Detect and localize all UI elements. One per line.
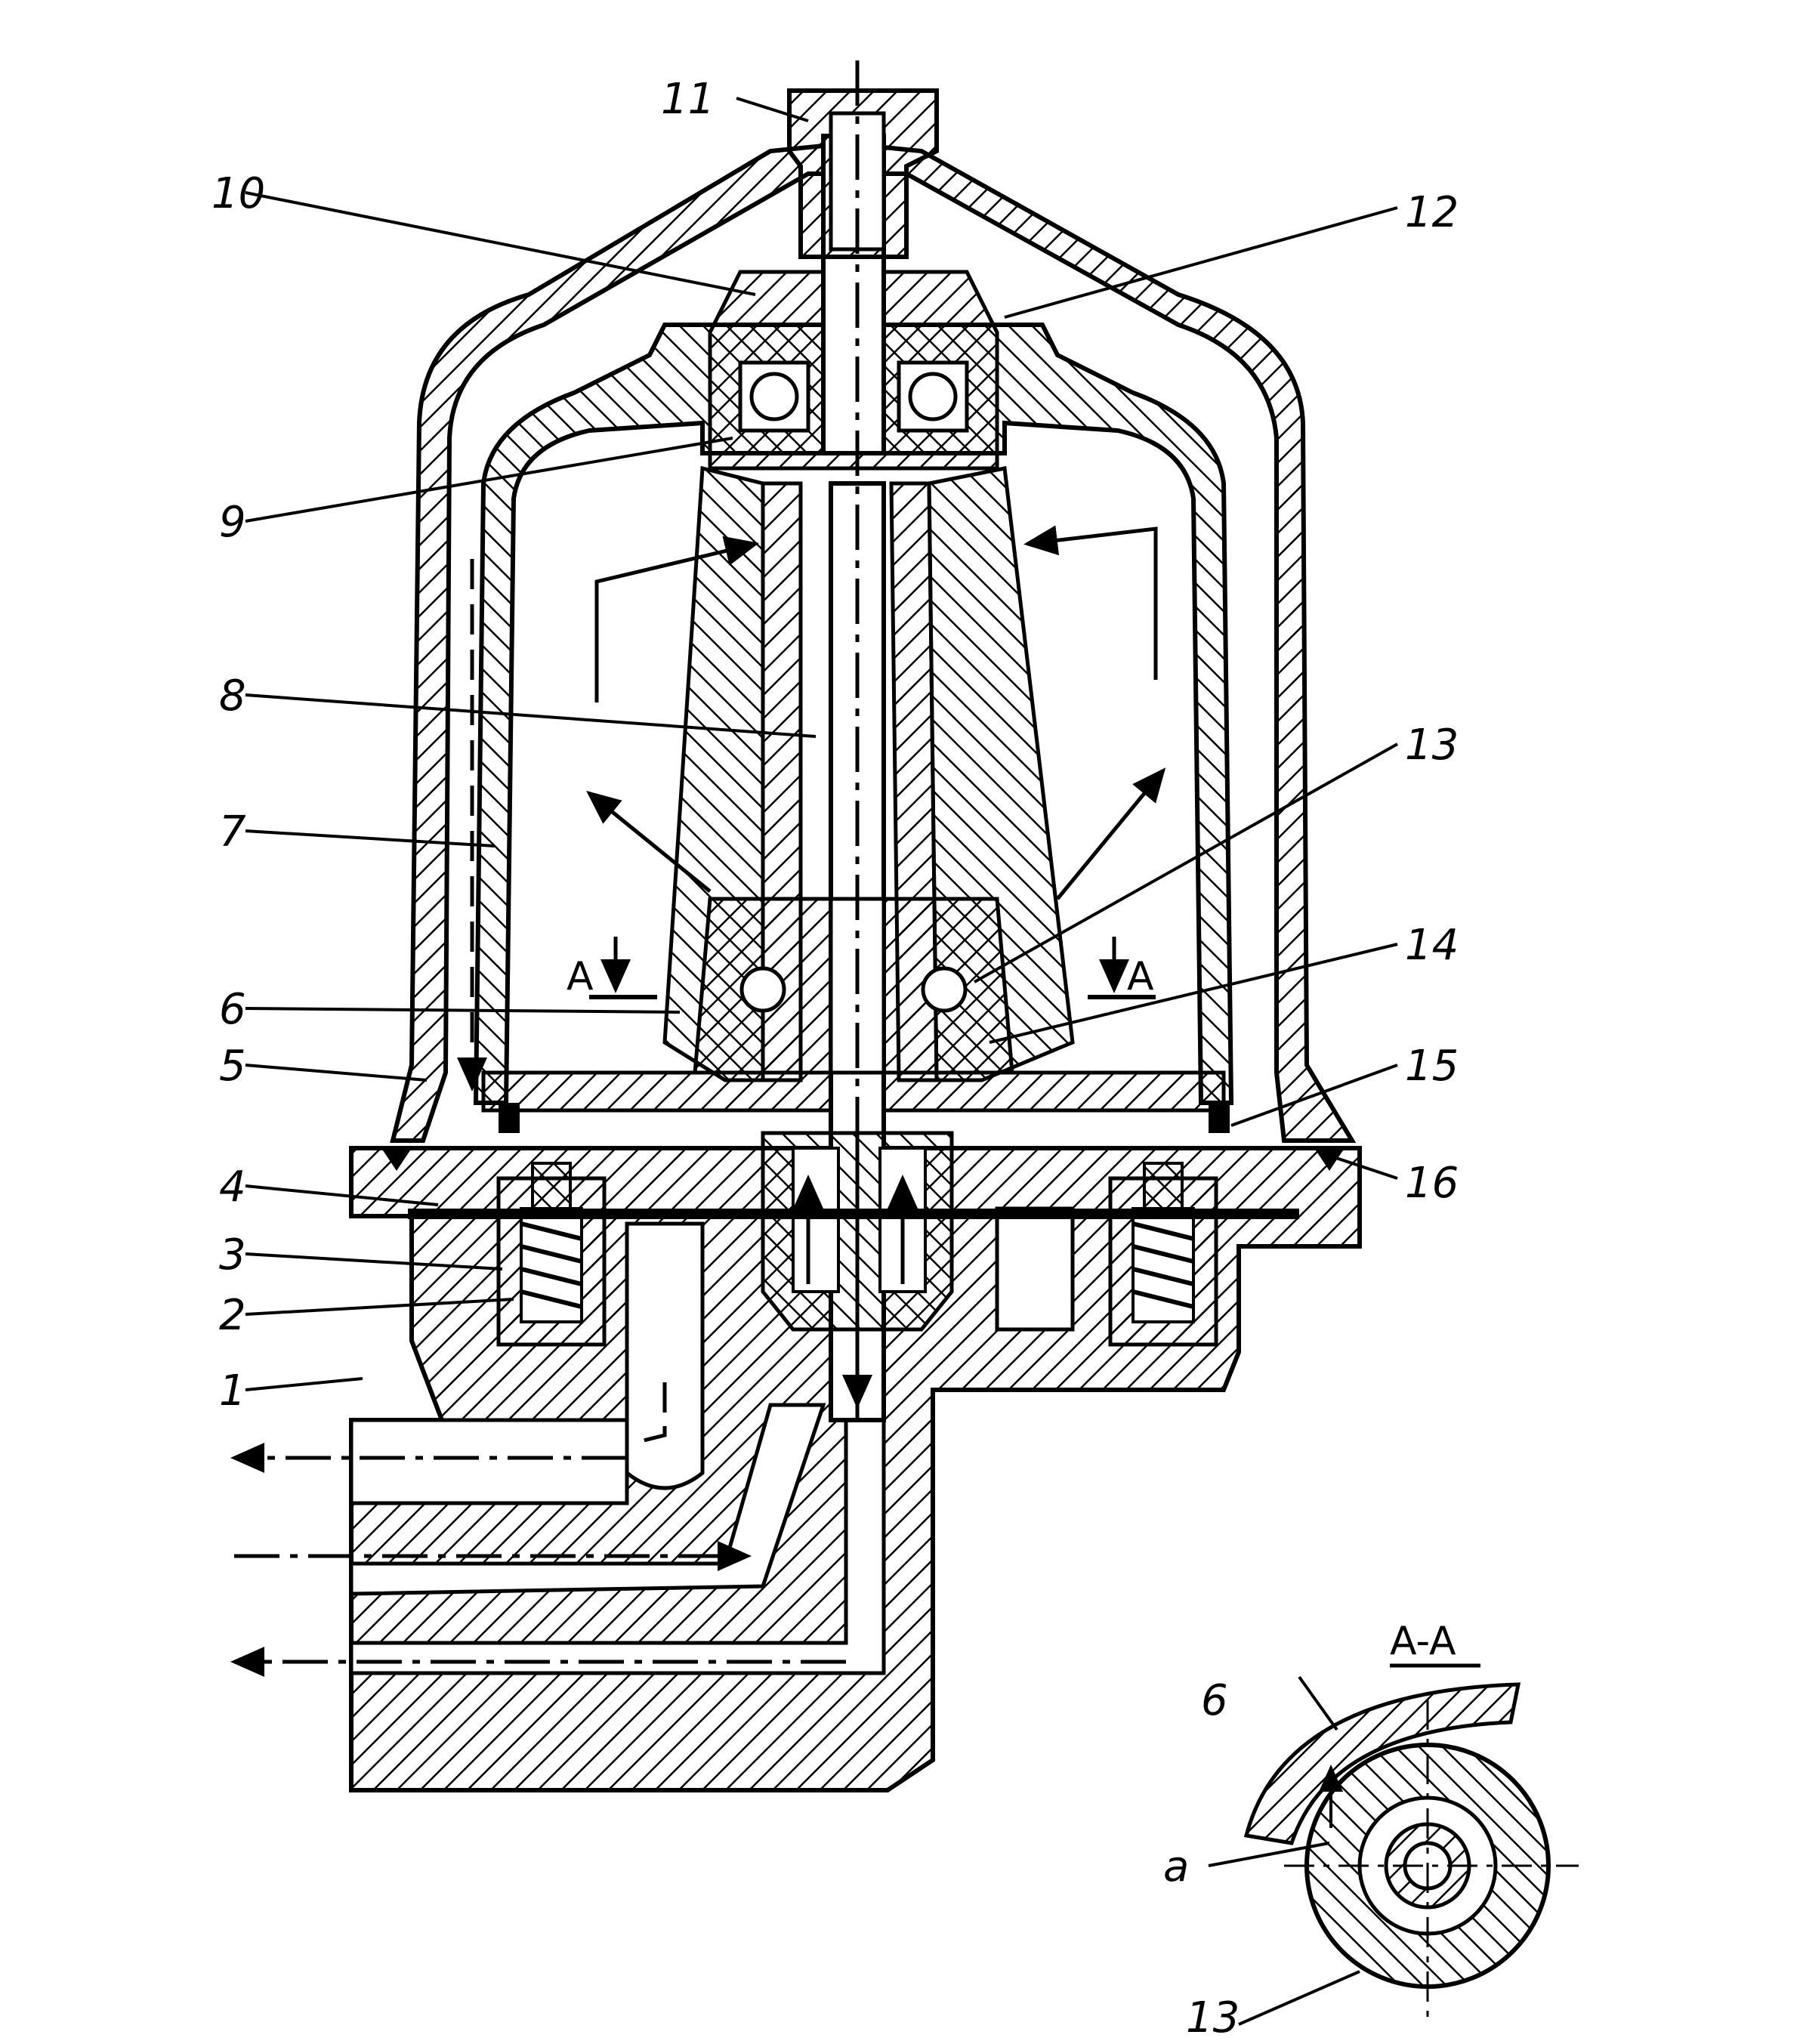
section-label-a: a	[1163, 1842, 1189, 1891]
label-16: 16	[1405, 1159, 1459, 1208]
label-4: 4	[219, 1162, 246, 1212]
valve-left	[496, 1162, 607, 1347]
section-mark-right: A	[1088, 937, 1156, 999]
section-label-6: 6	[1201, 1676, 1228, 1725]
label-3: 3	[219, 1230, 246, 1280]
part-labels: 10 11 12 9 8 13 7 14 6 5 15 16 4 3 2 1	[211, 75, 1459, 1416]
section-mark-left: A	[567, 937, 657, 999]
label-5: 5	[219, 1042, 246, 1091]
label-6: 6	[219, 985, 246, 1034]
section-title: A-A	[1390, 1619, 1456, 1664]
gaskets	[381, 1103, 1345, 1219]
section-label-13: 13	[1186, 1993, 1240, 2042]
label-10: 10	[211, 169, 265, 218]
label-15: 15	[1405, 1042, 1459, 1091]
section-view-a-a: A-A 6 a 13	[1163, 1619, 1579, 2042]
label-11: 11	[661, 75, 715, 124]
label-13: 13	[1405, 721, 1459, 770]
outer-cap	[390, 140, 1357, 1143]
label-7: 7	[219, 807, 246, 857]
label-2: 2	[219, 1291, 246, 1340]
valve-right	[1108, 1162, 1218, 1347]
flow-arrows	[230, 60, 1166, 1677]
label-8: 8	[219, 672, 246, 721]
label-9: 9	[219, 498, 246, 547]
leader-lines	[245, 97, 1398, 1391]
label-1: 1	[219, 1366, 246, 1416]
label-14: 14	[1405, 921, 1459, 970]
nozzle-block	[693, 897, 1014, 1075]
section-mark-right-letter: A	[1127, 954, 1154, 999]
section-mark-left-letter: A	[567, 954, 594, 999]
label-12: 12	[1405, 188, 1459, 237]
